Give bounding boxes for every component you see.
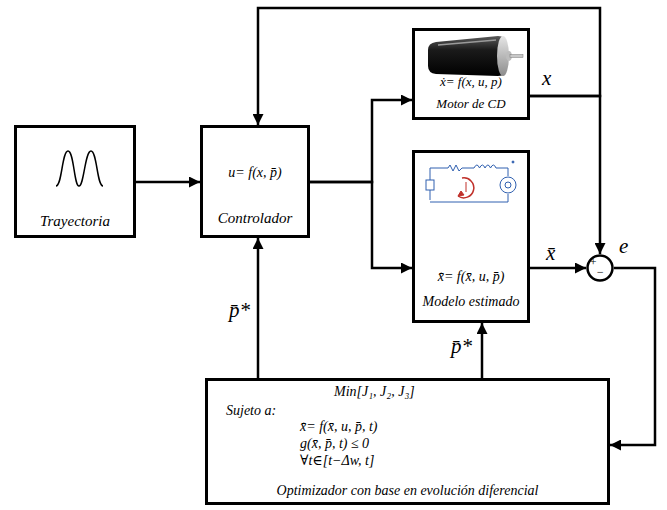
signal-connector [481, 323, 484, 378]
signal-connector [257, 238, 260, 378]
optimizer-box: Min[J₁, J₂, J₃] Sujeto a: x̄̇= f(x̄, u, p̄… [205, 378, 610, 505]
formula-text: − [596, 266, 604, 279]
signal-label: p̄* [450, 336, 473, 357]
formula-text: x̄̇= f(x̄, u, p̄, t) [300, 419, 377, 434]
motor-picture [428, 36, 523, 76]
signal-connector [310, 182, 412, 268]
formula-text: ∀t∈[t−Δw, t] [300, 453, 374, 468]
plant-box: ẋ= f(x, u, p) Motor de CD [412, 28, 530, 120]
caption-text: Controlador [218, 210, 292, 227]
formula-text: Min[J₁, J₂, J₃] [334, 384, 415, 399]
caption-text: Modelo estimado [423, 294, 520, 309]
caption-text: Sujeto a: [226, 403, 276, 418]
formula-text: ẋ= f(x, u, p) [440, 75, 502, 89]
model-box: x̄̇= f(x̄, u, p̄) Modelo estimado [412, 150, 530, 323]
source-box: Trayectoria [14, 125, 136, 238]
caption-text: Motor de CD [436, 97, 505, 111]
signal-connector [530, 96, 600, 254]
caption-text: Optimizador con base en evolución difere… [277, 483, 539, 498]
signal-label: e [618, 236, 629, 257]
controller-box: u= f(x, p̄) Controlador [200, 125, 310, 238]
circuit-picture [426, 161, 516, 202]
signal-connector [610, 268, 655, 445]
caption-text: Trayectoria [40, 213, 110, 230]
signal-label: x̄ [545, 243, 556, 264]
formula-text: x̄̇= f(x̄, u, p̄) [438, 269, 505, 284]
formula-text: u= f(x, p̄) [228, 165, 281, 180]
signal-connector [258, 8, 600, 125]
signal-label: p̄* [228, 300, 251, 321]
signal-connector [530, 267, 586, 270]
signal-label: x [541, 68, 552, 89]
signal-connector [136, 181, 200, 184]
trajectory-wave [56, 151, 103, 186]
summing-junction: +− [586, 254, 614, 282]
formula-text: + [589, 256, 597, 269]
formula-text: g(x̄, p̄, t) ≤ 0 [300, 436, 369, 451]
signal-connector [310, 100, 412, 182]
